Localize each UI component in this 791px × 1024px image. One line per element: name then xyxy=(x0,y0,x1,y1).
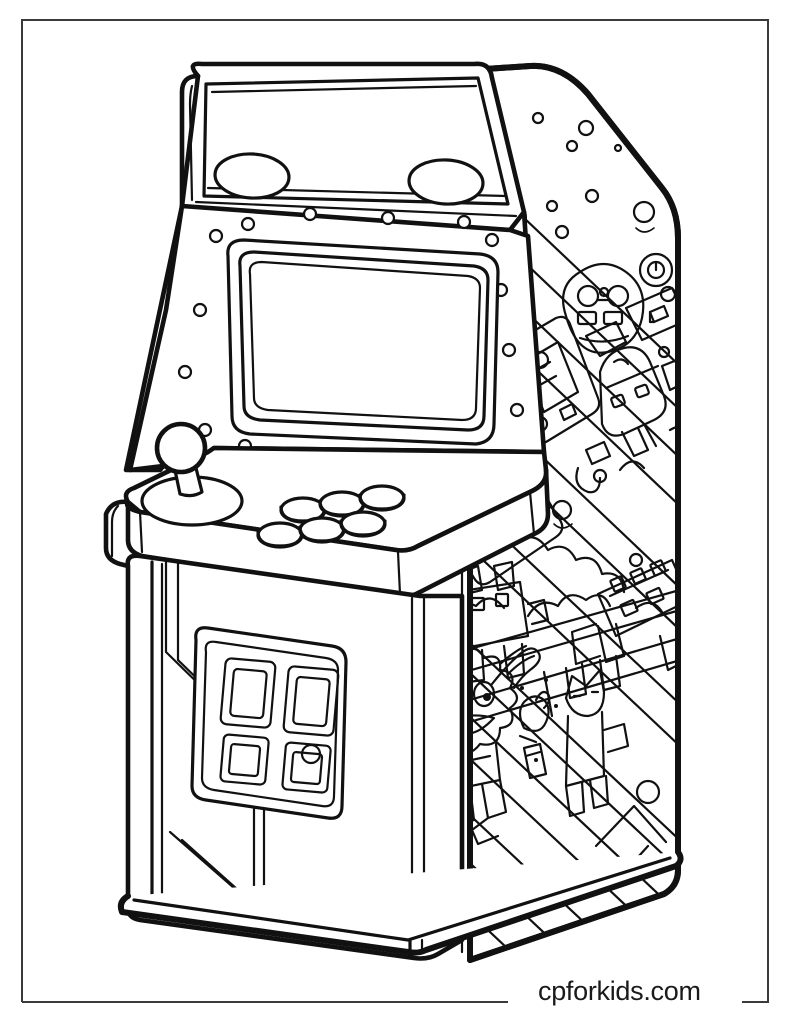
crt-screen xyxy=(226,238,500,446)
action-button-5 xyxy=(298,516,346,544)
pixel-robot-tall xyxy=(468,560,550,684)
watermark: cpforkids.com xyxy=(538,976,701,1006)
action-button-4 xyxy=(256,521,304,549)
power-symbol-badge xyxy=(638,252,674,288)
marquee-header xyxy=(179,61,527,233)
coin-slots xyxy=(219,657,340,737)
cat-character xyxy=(522,668,630,818)
pixel-robot-small xyxy=(584,320,628,358)
page-border xyxy=(21,19,769,1003)
speaker-grilles xyxy=(213,152,485,206)
joystick xyxy=(140,421,244,527)
speaker-grille-right xyxy=(407,158,485,206)
action-buttons xyxy=(256,484,406,549)
pixel-robot-mid xyxy=(575,346,676,494)
coin-door xyxy=(190,626,348,820)
action-button-6 xyxy=(339,510,387,538)
coin-return-squares xyxy=(219,733,332,794)
cabinet-base xyxy=(117,849,684,958)
happy-hero xyxy=(468,644,558,846)
side-art-badge-glyph xyxy=(624,286,676,342)
bezel-divider xyxy=(194,200,518,218)
side-art-rails xyxy=(468,584,676,748)
joystick-ball-top xyxy=(154,421,208,475)
side-panel-outline xyxy=(467,62,681,963)
speaker-grille-left xyxy=(213,152,291,200)
action-button-3 xyxy=(358,484,406,512)
